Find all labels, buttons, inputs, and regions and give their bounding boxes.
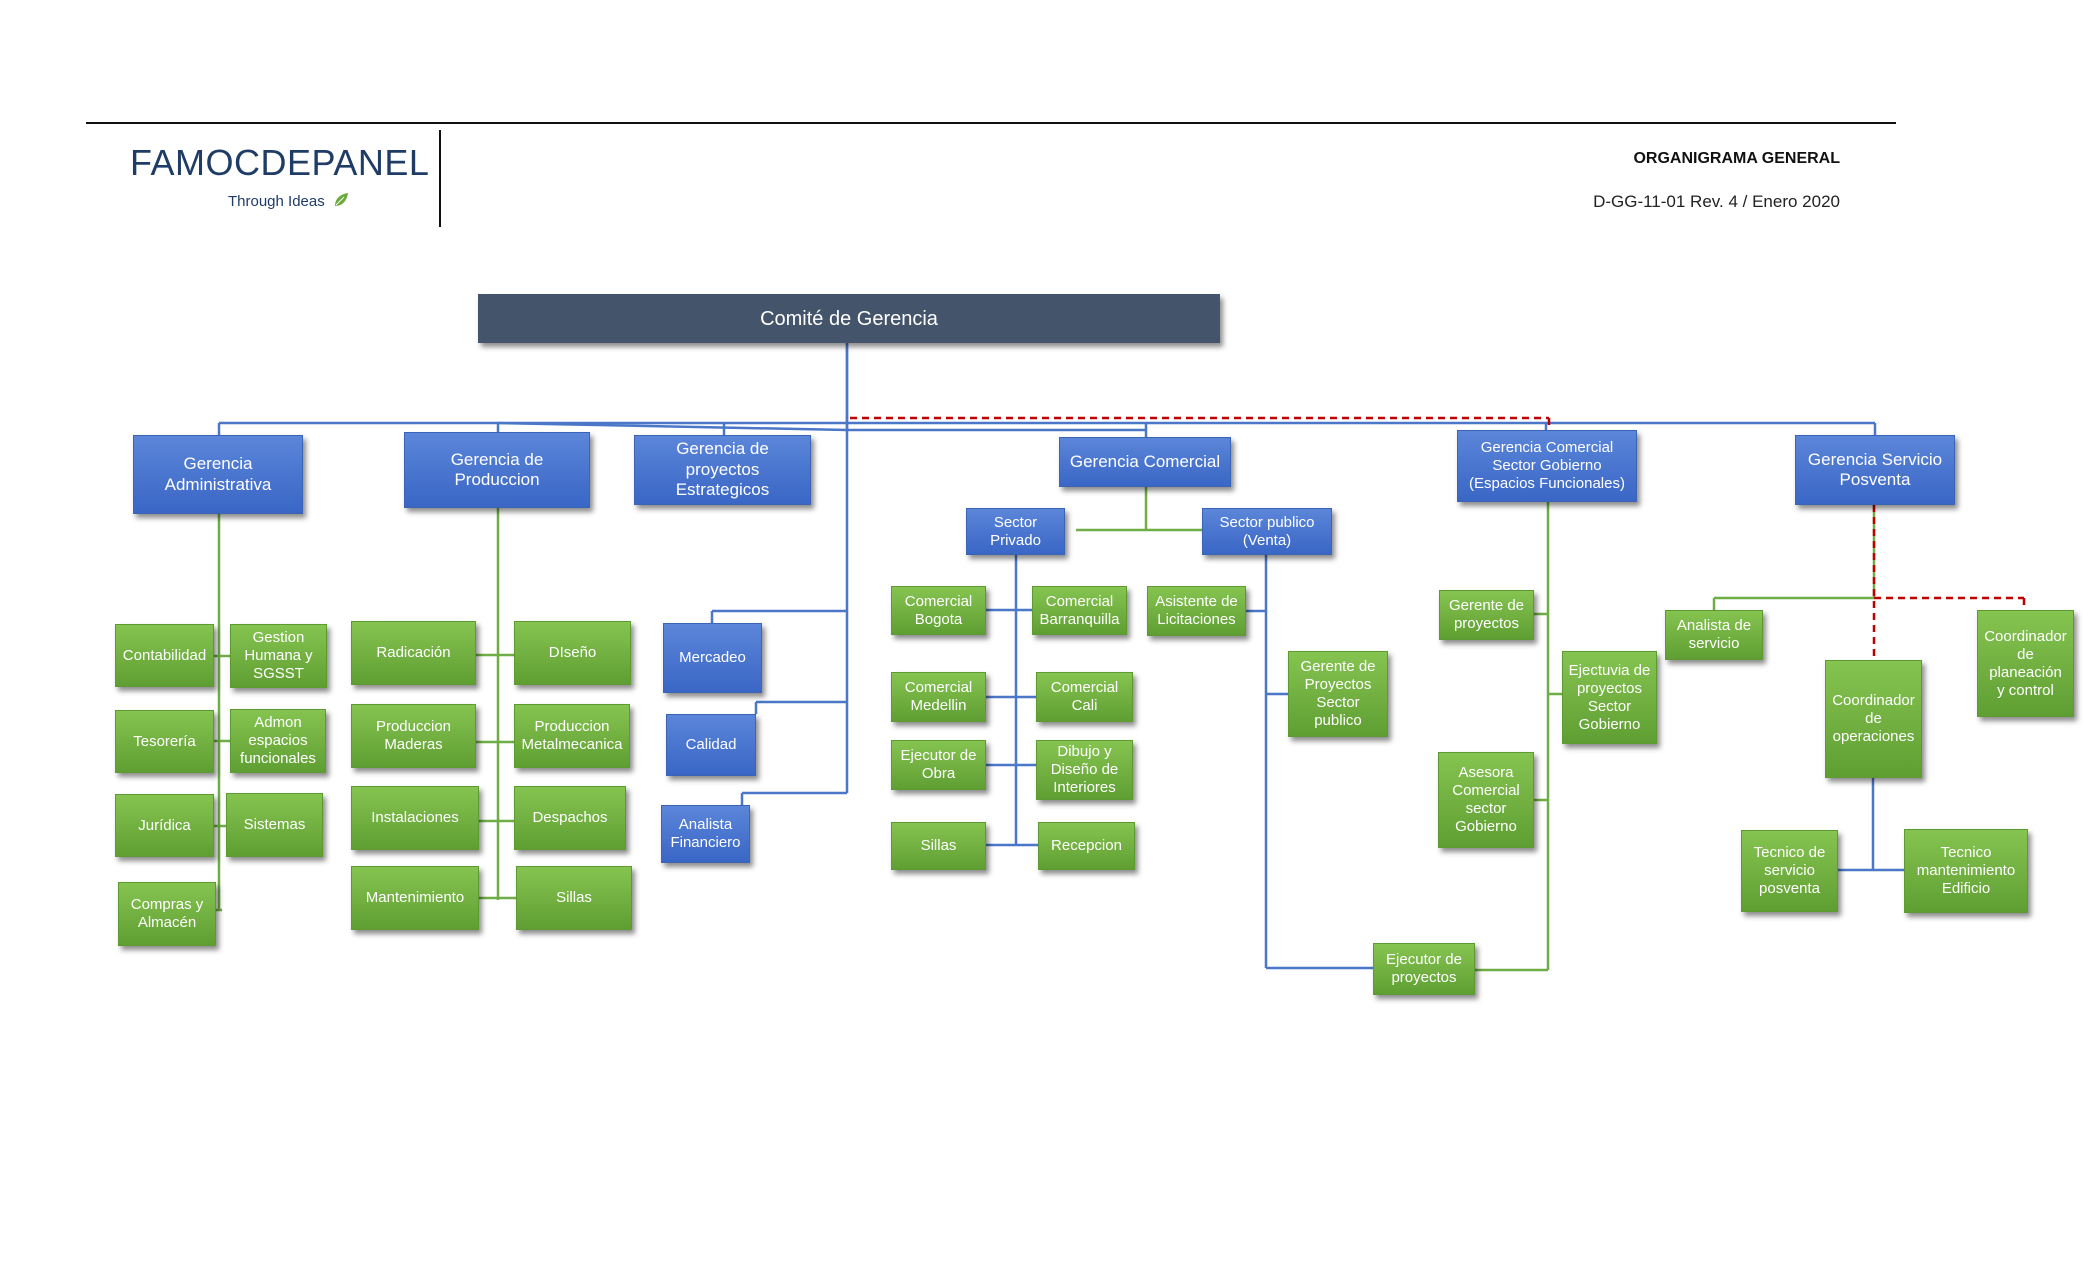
node-comercial-bogota: Comercial Bogota: [891, 586, 986, 635]
node-gerencia-comercial: Gerencia Comercial: [1059, 437, 1231, 487]
node-sillas-comercial: Sillas: [891, 822, 986, 870]
node-compras: Compras y Almacén: [118, 882, 216, 946]
node-comercial-barranquilla: Comercial Barranquilla: [1032, 586, 1127, 635]
node-diseno: DIseño: [514, 621, 631, 685]
node-tesoreria: Tesorería: [115, 710, 214, 773]
node-juridica: Jurídica: [115, 794, 214, 857]
node-analista-financiero: Analista Financiero: [661, 805, 750, 863]
node-gerencia-produccion: Gerencia de Produccion: [404, 432, 590, 508]
node-recepcion: Recepcion: [1038, 822, 1135, 870]
logo-tagline: Through Ideas: [228, 193, 325, 210]
node-admon-espacios: Admon espacios funcionales: [230, 709, 326, 773]
node-sistemas: Sistemas: [226, 793, 323, 857]
node-gerente-proyectos-sector-publico: Gerente de Proyectos Sector publico: [1288, 651, 1388, 737]
node-gerente-proyectos-gobierno: Gerente de proyectos: [1439, 590, 1534, 640]
logo-wordmark: FAMOCDEPANEL: [130, 142, 430, 183]
node-mantenimiento: Mantenimiento: [351, 866, 479, 930]
node-comercial-cali: Comercial Cali: [1036, 672, 1133, 722]
node-sector-privado: Sector Privado: [966, 508, 1065, 555]
document-code: D-GG-11-01 Rev. 4 / Enero 2020: [1593, 192, 1840, 211]
node-analista-servicio: Analista de servicio: [1665, 610, 1763, 660]
node-sector-publico: Sector publico (Venta): [1202, 508, 1332, 555]
node-comite-gerencia: Comité de Gerencia: [478, 294, 1220, 343]
node-despachos: Despachos: [514, 786, 626, 850]
node-calidad: Calidad: [666, 714, 756, 776]
node-asesora-comercial: Asesora Comercial sector Gobierno: [1438, 752, 1534, 848]
node-sillas-produccion: Sillas: [516, 866, 632, 930]
node-coordinador-operaciones: Coordinador de operaciones: [1825, 660, 1922, 778]
node-produccion-maderas: Produccion Maderas: [351, 704, 476, 768]
node-comercial-medellin: Comercial Medellin: [891, 672, 986, 722]
node-instalaciones: Instalaciones: [351, 786, 479, 850]
node-ejecutiva-proyectos: Ejectuvia de proyectos Sector Gobierno: [1562, 651, 1657, 744]
node-mercadeo: Mercadeo: [663, 623, 762, 693]
node-ejecutor-obra: Ejecutor de Obra: [891, 740, 986, 790]
company-logo: FAMOCDEPANEL Through Ideas: [130, 142, 430, 212]
node-dibujo-diseno: Dibujo y Diseño de Interiores: [1036, 740, 1133, 800]
node-contabilidad: Contabilidad: [115, 624, 214, 687]
node-coordinador-planeacion: Coordinador de planeación y control: [1977, 610, 2074, 717]
node-gerencia-posventa: Gerencia Servicio Posventa: [1795, 435, 1955, 505]
node-gerencia-gobierno: Gerencia Comercial Sector Gobierno (Espa…: [1457, 430, 1637, 502]
node-ejecutor-proyectos: Ejecutor de proyectos: [1373, 943, 1475, 995]
node-tecnico-mantenimiento: Tecnico mantenimiento Edificio: [1904, 829, 2028, 913]
header-divider: [439, 130, 441, 227]
node-produccion-metalmecanica: Produccion Metalmecanica: [514, 704, 630, 768]
node-gerencia-proyectos: Gerencia de proyectos Estrategicos: [634, 435, 811, 505]
node-tecnico-servicio: Tecnico de servicio posventa: [1741, 830, 1838, 912]
node-gestion-humana: Gestion Humana y SGSST: [230, 624, 327, 688]
node-asistente-licitaciones: Asistente de Licitaciones: [1147, 586, 1246, 636]
document-title: ORGANIGRAMA GENERAL: [1633, 150, 1840, 167]
header-rule: [86, 122, 1896, 124]
leaf-icon: [335, 193, 348, 206]
node-gerencia-administrativa: Gerencia Administrativa: [133, 435, 303, 514]
node-radicacion: Radicación: [351, 621, 476, 685]
